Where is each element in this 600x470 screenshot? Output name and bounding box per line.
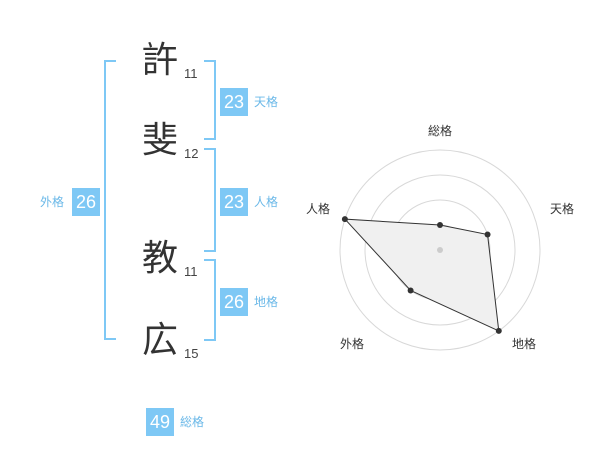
soukaku-label: 総格: [180, 415, 205, 429]
radar-label-soukaku: 総格: [428, 124, 453, 138]
chikaku-label: 地格: [254, 295, 279, 309]
gaikaku-bracket: [104, 60, 116, 340]
radar-ring: [339, 149, 541, 351]
radar-area: [343, 218, 500, 332]
radar-label-tenkaku: 天格: [550, 202, 575, 216]
radar-label-jinkaku: 人格: [306, 202, 331, 216]
name-char-2: 斐: [141, 120, 178, 161]
radar-point: [407, 287, 414, 294]
radar-point: [495, 327, 502, 334]
name-char-4: 広: [141, 320, 178, 361]
soukaku-badge: 49: [146, 408, 174, 436]
name-char-3: 教: [141, 238, 178, 279]
radar-chart: [339, 149, 541, 351]
stroke-count-3: 11: [184, 264, 198, 279]
tenkaku-bracket: [204, 60, 216, 140]
stroke-count-2: 12: [184, 146, 199, 161]
gaikaku-badge: 26: [72, 188, 100, 216]
radar-point: [341, 216, 348, 223]
radar-point: [437, 222, 443, 228]
stroke-count-1: 11: [184, 66, 198, 81]
radar-points: [341, 216, 502, 334]
radar-center-dot: [437, 247, 443, 253]
tenkaku-badge: 23: [220, 88, 248, 116]
jinkaku-label: 人格: [254, 195, 279, 209]
radar-label-chikaku: 地格: [512, 337, 537, 351]
gaikaku-label: 外格: [40, 195, 65, 209]
jinkaku-badge: 23: [220, 188, 248, 216]
stroke-count-4: 15: [184, 346, 199, 361]
name-char-1: 許: [141, 40, 178, 81]
jinkaku-bracket: [204, 148, 216, 252]
radar-label-gaikaku: 外格: [340, 337, 365, 351]
chikaku-bracket: [204, 259, 216, 341]
radar-ring: [364, 174, 516, 326]
tenkaku-label: 天格: [254, 95, 279, 109]
radar-point: [484, 231, 491, 238]
chikaku-badge: 26: [220, 288, 248, 316]
